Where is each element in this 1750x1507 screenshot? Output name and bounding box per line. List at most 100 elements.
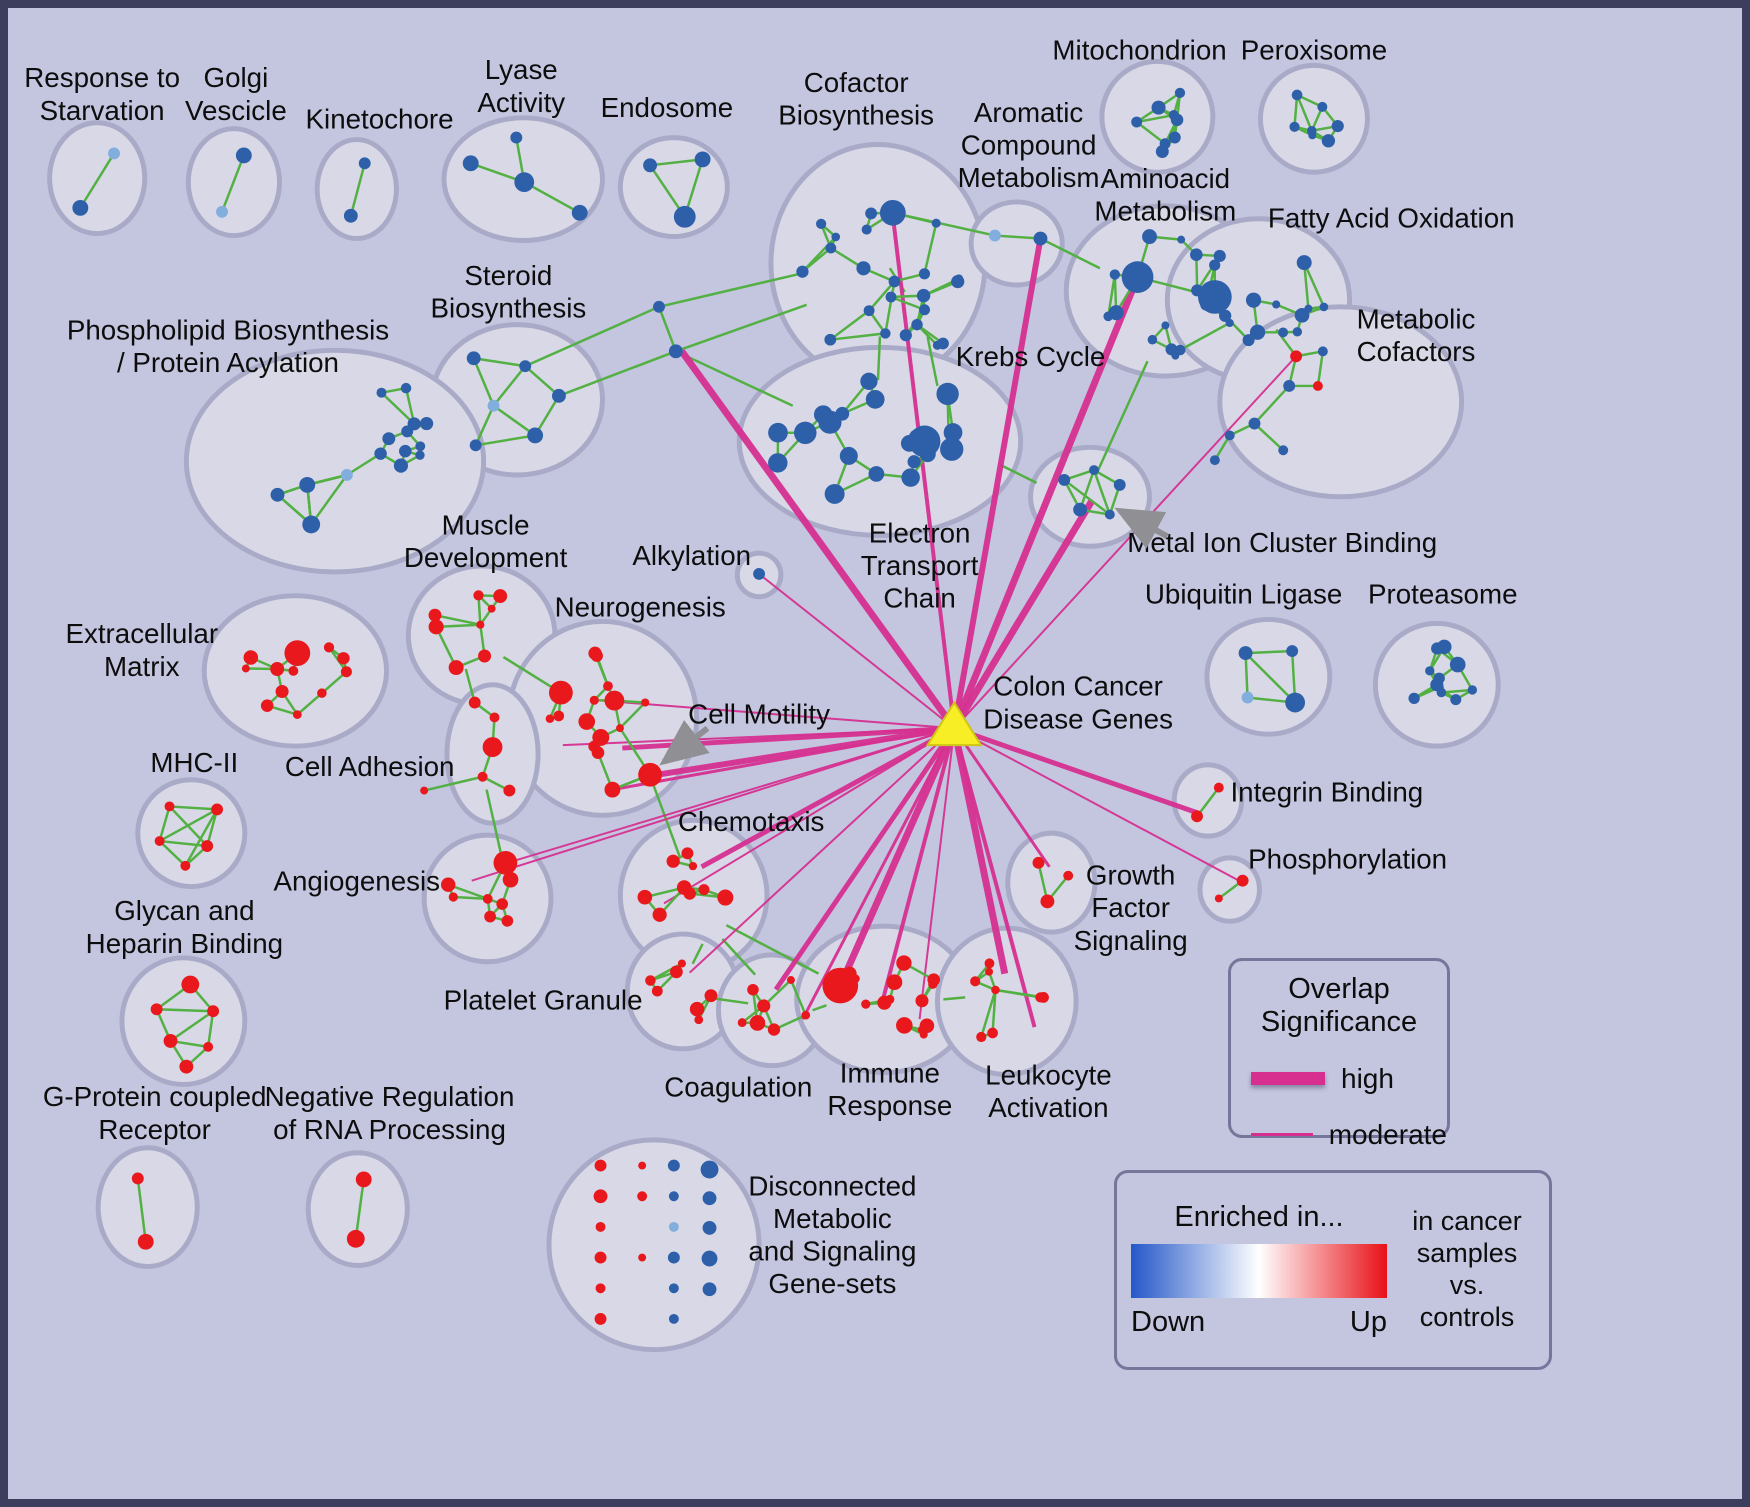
gene-set-node <box>1272 300 1281 309</box>
gene-set-node <box>991 985 1000 995</box>
gene-set-node <box>553 710 565 722</box>
gene-set-node <box>694 151 711 168</box>
green-edge <box>868 280 896 312</box>
green-edge <box>354 1179 365 1239</box>
gene-set-node <box>275 684 289 699</box>
cell-motility-label: Cell Motility <box>688 698 830 729</box>
gene-set-node <box>589 695 599 705</box>
overlap-moderate-row: moderate <box>1251 1119 1447 1151</box>
gene-set-node <box>571 204 588 221</box>
gene-set-node <box>815 218 827 230</box>
gene-set-node <box>1040 894 1055 909</box>
gene-set-node <box>1213 249 1226 263</box>
gene-set-node <box>1241 691 1254 704</box>
gene-set-node <box>154 836 165 847</box>
gene-set-node <box>796 265 809 278</box>
gene-set-node <box>1131 116 1143 128</box>
gene-set-node <box>181 975 200 994</box>
gene-set-node <box>677 959 686 968</box>
green-edge <box>136 1178 147 1242</box>
enrichment-legend-left: Enriched in... Down Up <box>1131 1201 1387 1339</box>
gene-set-node <box>667 1159 680 1172</box>
gene-set-node <box>493 850 518 875</box>
high-significance-line-sample <box>1251 1072 1325 1086</box>
neurogenesis-ellipse <box>505 618 700 818</box>
gene-set-node <box>700 1160 719 1179</box>
gene-set-node <box>595 1221 606 1232</box>
gene-set-node <box>931 218 941 228</box>
gene-set-node <box>880 328 891 339</box>
gene-set-node <box>468 696 481 709</box>
gene-set-node <box>551 388 566 403</box>
gene-set-node <box>340 469 353 481</box>
gene-set-node <box>527 427 544 444</box>
peroxisome-label: Peroxisome <box>1241 34 1387 65</box>
gene-set-node <box>839 446 858 465</box>
green-edge <box>524 365 560 397</box>
gene-set-node <box>652 907 667 922</box>
gene-set-node <box>916 288 931 303</box>
gene-set-node <box>578 713 596 730</box>
gene-set-node <box>907 455 921 469</box>
gene-set-node <box>917 1025 926 1034</box>
gene-set-node <box>496 898 508 910</box>
green-link-edge <box>558 350 677 397</box>
gene-set-node <box>393 458 409 473</box>
alkylation-label: Alkylation <box>632 540 751 571</box>
overlap-edge-moderate <box>918 728 956 1020</box>
green-edge <box>1303 262 1326 308</box>
overlap-high-row: high <box>1251 1063 1447 1095</box>
gene-set-node <box>896 1017 913 1034</box>
gene-set-node <box>1165 343 1178 356</box>
gene-set-node <box>108 147 120 160</box>
gene-set-node <box>1238 646 1253 661</box>
green-link-edge <box>691 943 704 965</box>
gene-set-node <box>588 740 600 752</box>
gene-set-node <box>288 665 299 676</box>
green-edge <box>220 154 245 213</box>
gene-set-node <box>653 300 665 313</box>
neurogenesis-label: Neurogenesis <box>555 591 726 622</box>
gene-set-node <box>164 801 175 812</box>
green-edge <box>453 895 488 901</box>
gene-set-node <box>1425 666 1435 676</box>
gene-set-node <box>896 955 912 971</box>
enrichment-axis-labels: Down Up <box>1131 1306 1387 1339</box>
gene-set-node <box>865 207 878 220</box>
gene-set-node <box>900 435 918 452</box>
green-edge <box>1136 113 1175 124</box>
gene-set-node <box>420 786 429 795</box>
phosphorylation-label: Phosphorylation <box>1248 844 1447 875</box>
gene-set-node <box>666 854 680 868</box>
overlap-edge-high <box>951 238 1044 729</box>
gene-set-node <box>1113 478 1126 491</box>
gene-set-node <box>1224 430 1235 441</box>
gene-set-node <box>1219 309 1232 322</box>
green-edge <box>923 222 938 275</box>
overlap-edge-high <box>951 498 1095 731</box>
gene-set-node <box>594 1159 607 1172</box>
green-link-edge <box>721 938 757 976</box>
disconnected-metabolic-and-signaling-gene-sets-ellipse <box>546 1137 762 1353</box>
gene-set-node <box>1073 502 1088 517</box>
gene-set-node <box>1058 473 1071 486</box>
gene-set-node <box>1319 302 1329 312</box>
gene-set-node <box>346 1229 365 1248</box>
gene-set-node <box>441 877 456 892</box>
green-edge <box>158 840 187 867</box>
gene-set-node <box>1292 327 1303 337</box>
gene-set-node <box>928 979 938 989</box>
overlap-edge-high <box>953 725 1200 816</box>
gene-set-node <box>588 646 602 660</box>
gene-set-node <box>382 432 396 446</box>
overlap-edge-moderate <box>471 727 955 882</box>
gene-set-node <box>420 416 434 431</box>
moderate-significance-label: moderate <box>1328 1118 1447 1150</box>
overlap-edge-high <box>837 726 958 987</box>
gene-set-node <box>270 662 285 676</box>
